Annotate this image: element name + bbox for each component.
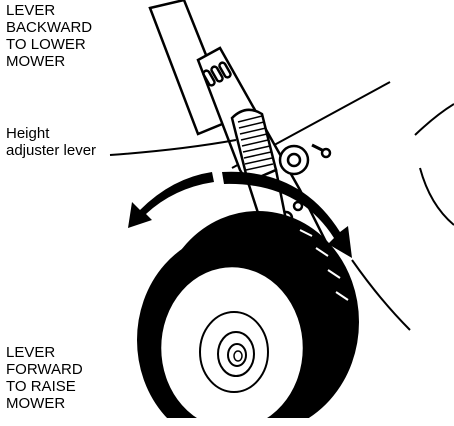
lever-backward-lower-label: LEVER BACKWARD TO LOWER MOWER bbox=[6, 2, 92, 70]
label-line: MOWER bbox=[6, 395, 66, 412]
label-line: LEVER bbox=[6, 2, 56, 19]
label-line: Height bbox=[6, 125, 50, 142]
mower-wheel bbox=[137, 211, 359, 426]
label-line: adjuster lever bbox=[6, 142, 97, 159]
direction-arrows bbox=[128, 171, 352, 258]
label-line: FORWARD bbox=[6, 361, 83, 378]
height-adjuster-lever-label: Height adjuster lever bbox=[6, 125, 96, 159]
arrow-backward-lower bbox=[128, 172, 214, 228]
lever-forward-raise-label: LEVER FORWARD TO RAISE MOWER bbox=[6, 344, 83, 412]
arrow-forward-raise bbox=[222, 171, 352, 258]
label-line: TO RAISE bbox=[6, 378, 76, 395]
label-line: BACKWARD bbox=[6, 19, 93, 36]
label-line: LEVER bbox=[6, 344, 56, 361]
label-line: MOWER bbox=[6, 53, 66, 70]
lever-leader-line bbox=[109, 139, 237, 156]
label-line: TO LOWER bbox=[6, 36, 86, 53]
bracket-slots bbox=[202, 61, 232, 87]
